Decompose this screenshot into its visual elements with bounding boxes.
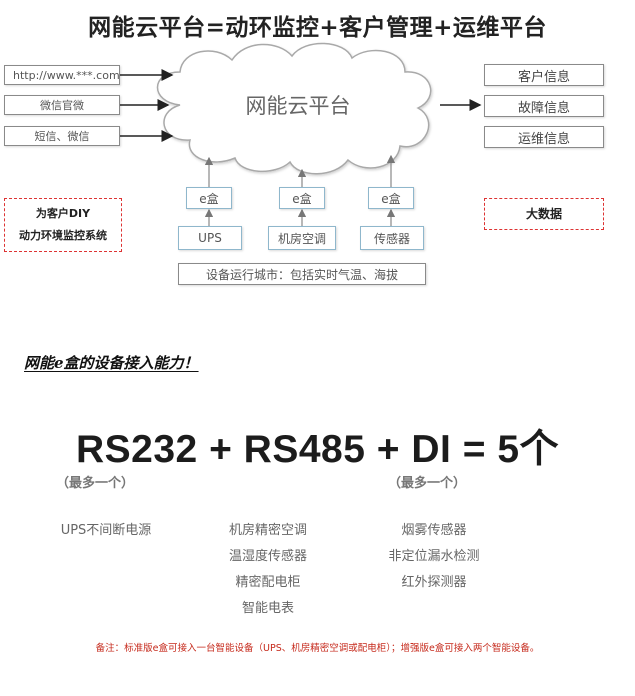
cloud-shape (156, 42, 432, 175)
device-precision-aircon: 机房精密空调 (228, 523, 307, 538)
ebox-aircon: e盒 (279, 187, 325, 209)
capability-subtitle: 网能e盒的设备接入能力！ (24, 354, 199, 372)
output-maintenance-info: 运维信息 (484, 126, 604, 148)
ebox-ups: e盒 (186, 187, 232, 209)
max-one-note-rs232: （最多一个） (56, 476, 135, 491)
device-temp-humidity-sensor: 温湿度传感器 (228, 549, 307, 564)
diy-line-2: 动力环境监控系统 (19, 229, 107, 242)
device-smoke-sensor: 烟雾传感器 (401, 523, 467, 538)
diy-line-1: 为客户DIY (35, 207, 91, 220)
ebox-sensor: e盒 (368, 187, 414, 209)
input-website: http://www.***.com (4, 65, 120, 85)
footnote-remark: 备注：标准版e盒可接入一台智能设备（UPS、机房精密空调或配电柜）；增强版e盒可… (95, 643, 540, 654)
source-sensor: 传感器 (360, 226, 424, 250)
cloud-label: 网能云平台 (245, 94, 351, 118)
device-ups: UPS不间断电源 (60, 523, 152, 538)
diy-system-box: 为客户DIY 动力环境监控系统 (4, 198, 122, 252)
device-leak-detection: 非定位漏水检测 (388, 549, 480, 564)
device-distribution-cabinet: 精密配电柜 (235, 575, 301, 590)
input-sms-wechat: 短信、微信 (4, 126, 120, 146)
device-smart-meter: 智能电表 (241, 601, 294, 616)
output-fault-info: 故障信息 (484, 95, 604, 117)
city-info-bar: 设备运行城市：包括实时气温、海拔 (178, 263, 426, 285)
page-title: 网能云平台=动环监控+客户管理+运维平台 (88, 15, 547, 41)
device-infrared-detector: 红外探测器 (401, 575, 467, 590)
max-one-note-di: （最多一个） (388, 476, 467, 491)
interface-formula: RS232 + RS485 + DI = 5个 (75, 428, 560, 471)
input-wechat-official: 微信官微 (4, 95, 120, 115)
big-data-box: 大数据 (484, 198, 604, 230)
output-customer-info: 客户信息 (484, 64, 604, 86)
source-aircon: 机房空调 (268, 226, 336, 250)
diagram-connectors (120, 42, 482, 226)
source-ups: UPS (178, 226, 242, 250)
